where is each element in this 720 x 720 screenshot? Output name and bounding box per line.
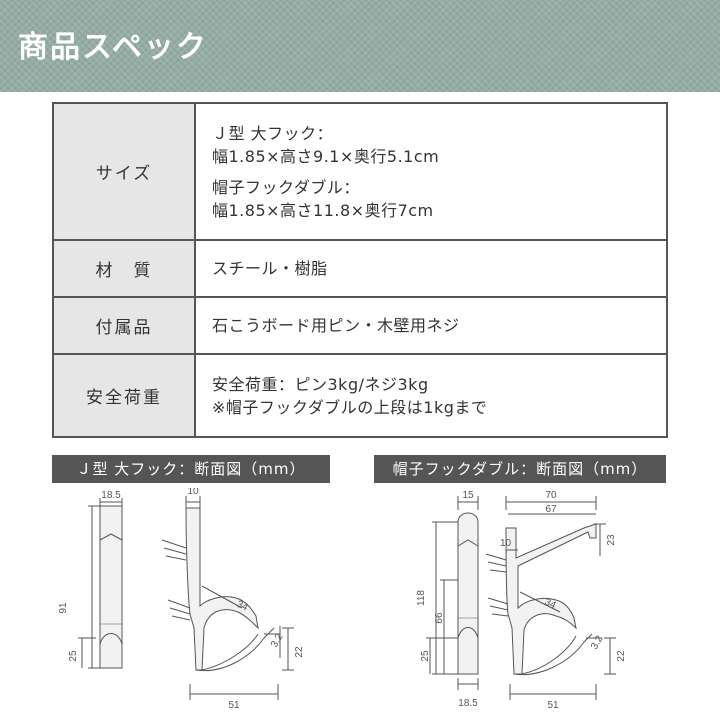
spec-value-size: Ｊ型 大フック： 幅1.85×高さ9.1×奥行5.1cm 帽子フックダブル： 幅… <box>194 102 668 241</box>
load-line-2: ※帽子フックダブルの上段は1kgまで <box>212 397 488 417</box>
hat-hook-section-drawing: 15 70 67 10 23 118 66 25 18.5 34 3.2 22 … <box>416 490 627 711</box>
dim-upper-width: 70 <box>545 490 557 501</box>
spec-value-load: 安全荷重：ピン3kg/ネジ3kg ※帽子フックダブルの上段は1kgまで <box>194 353 668 438</box>
dim-arc: 34 <box>235 599 250 614</box>
spec-key-load: 安全荷重 <box>52 353 196 438</box>
dim-front-width: 18.5 <box>101 490 121 501</box>
dim-tip-height: 22 <box>616 650 627 662</box>
dim-upper-tip: 23 <box>606 534 617 546</box>
dim-bottom-front: 18.5 <box>458 698 478 709</box>
header-banner: 商品スペック <box>0 0 720 92</box>
material-line: スチール・樹脂 <box>212 259 328 278</box>
spec-row-accessories: 付属品 石こうボード用ピン・木壁用ネジ <box>52 296 668 355</box>
dim-height: 118 <box>416 590 427 606</box>
dim-depth: 10 <box>187 488 199 497</box>
dim-bottom-width: 51 <box>547 700 559 711</box>
spec-value-material: スチール・樹脂 <box>194 239 668 298</box>
size-line-3: 帽子フックダブル： <box>212 177 360 197</box>
spec-key-accessories: 付属品 <box>52 296 196 355</box>
spec-row-load: 安全荷重 安全荷重：ピン3kg/ネジ3kg ※帽子フックダブルの上段は1kgまで <box>52 353 668 438</box>
dim-tip-height: 22 <box>294 646 305 658</box>
spec-table: サイズ Ｊ型 大フック： 幅1.85×高さ9.1×奥行5.1cm 帽子フックダブ… <box>52 102 668 438</box>
spec-row-material: 材 質 スチール・樹脂 <box>52 239 668 298</box>
dim-height: 91 <box>58 602 69 614</box>
page-title: 商品スペック <box>18 30 208 65</box>
accessories-line: 石こうボード用ピン・木壁用ネジ <box>212 316 460 335</box>
dim-lower: 25 <box>68 650 79 662</box>
dim-thick: 3.2 <box>589 634 606 652</box>
spec-key-size: サイズ <box>52 102 196 241</box>
size-line-2: 幅1.85×高さ9.1×奥行5.1cm <box>212 146 440 166</box>
j-hook-section-drawing: 18.5 91 25 10 34 3.2 22 51 <box>58 488 305 711</box>
dim-upper-inner: 67 <box>545 504 557 515</box>
size-line-1: Ｊ型 大フック： <box>212 123 334 143</box>
size-line-4: 幅1.85×高さ11.8×奥行7cm <box>212 200 434 220</box>
dim-arc: 34 <box>543 597 558 612</box>
dim-bottom-width: 51 <box>228 700 240 711</box>
dim-front-width: 15 <box>462 490 474 501</box>
spec-value-accessories: 石こうボード用ピン・木壁用ネジ <box>194 296 668 355</box>
diagram-title-hat-hook: 帽子フックダブル：断面図（mm） <box>374 455 666 483</box>
load-line-1: 安全荷重：ピン3kg/ネジ3kg <box>212 374 429 394</box>
dim-depth: 10 <box>500 538 512 549</box>
spec-key-material: 材 質 <box>52 239 196 298</box>
diagram-title-j-hook: Ｊ型 大フック：断面図（mm） <box>52 455 330 483</box>
spec-row-size: サイズ Ｊ型 大フック： 幅1.85×高さ9.1×奥行5.1cm 帽子フックダブ… <box>52 102 668 241</box>
dim-lower: 25 <box>420 650 431 662</box>
dim-mid: 66 <box>434 612 445 624</box>
